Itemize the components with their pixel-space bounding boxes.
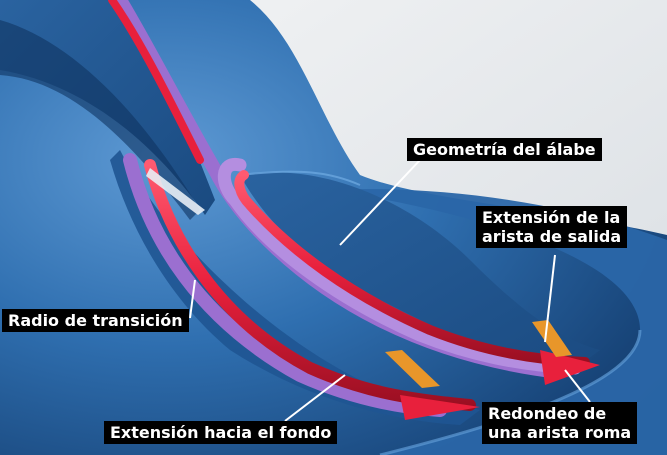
main-blade [240, 172, 600, 380]
callout-line-blunt-edge [564, 369, 591, 403]
label-bottom-extension: Extensión hacia el fondo [104, 421, 338, 444]
orange-marker-lower [385, 350, 440, 388]
callout-line-bottom-extension [284, 374, 346, 422]
leading-edge-fillet-violet [217, 157, 582, 375]
label-trailing-edge-extension: Extensión de la arista de salida [476, 206, 628, 248]
callout-line-trailing-edge [544, 254, 556, 343]
blade-fillet [108, 0, 204, 164]
orange-marker-upper [532, 320, 572, 357]
label-blade-geometry: Geometría del álabe [407, 138, 602, 161]
disc-rim [379, 329, 642, 455]
trailing-edge-end-lower [400, 395, 480, 420]
label-transition-radius: Radio de transición [2, 309, 189, 332]
blade-slit [146, 168, 205, 215]
leading-edge-fillet-red [234, 170, 590, 367]
transition-radius-fillet-left [123, 153, 447, 417]
label-blunt-edge-rounding-line2: una arista roma [488, 423, 632, 442]
label-blunt-edge-rounding-line1: Redondeo de [488, 404, 607, 423]
callout-line-blade-geometry [339, 159, 421, 246]
label-trailing-edge-extension-line2: arista de salida [482, 227, 622, 246]
callout-line-transition-radius [189, 279, 196, 319]
label-blunt-edge-rounding: Redondeo de una arista roma [482, 402, 638, 444]
label-trailing-edge-extension-line1: Extensión de la [482, 208, 621, 227]
main-blade-upper-edge [239, 170, 361, 186]
trailing-edge-end-upper [540, 350, 600, 385]
disc-edge [330, 189, 667, 455]
